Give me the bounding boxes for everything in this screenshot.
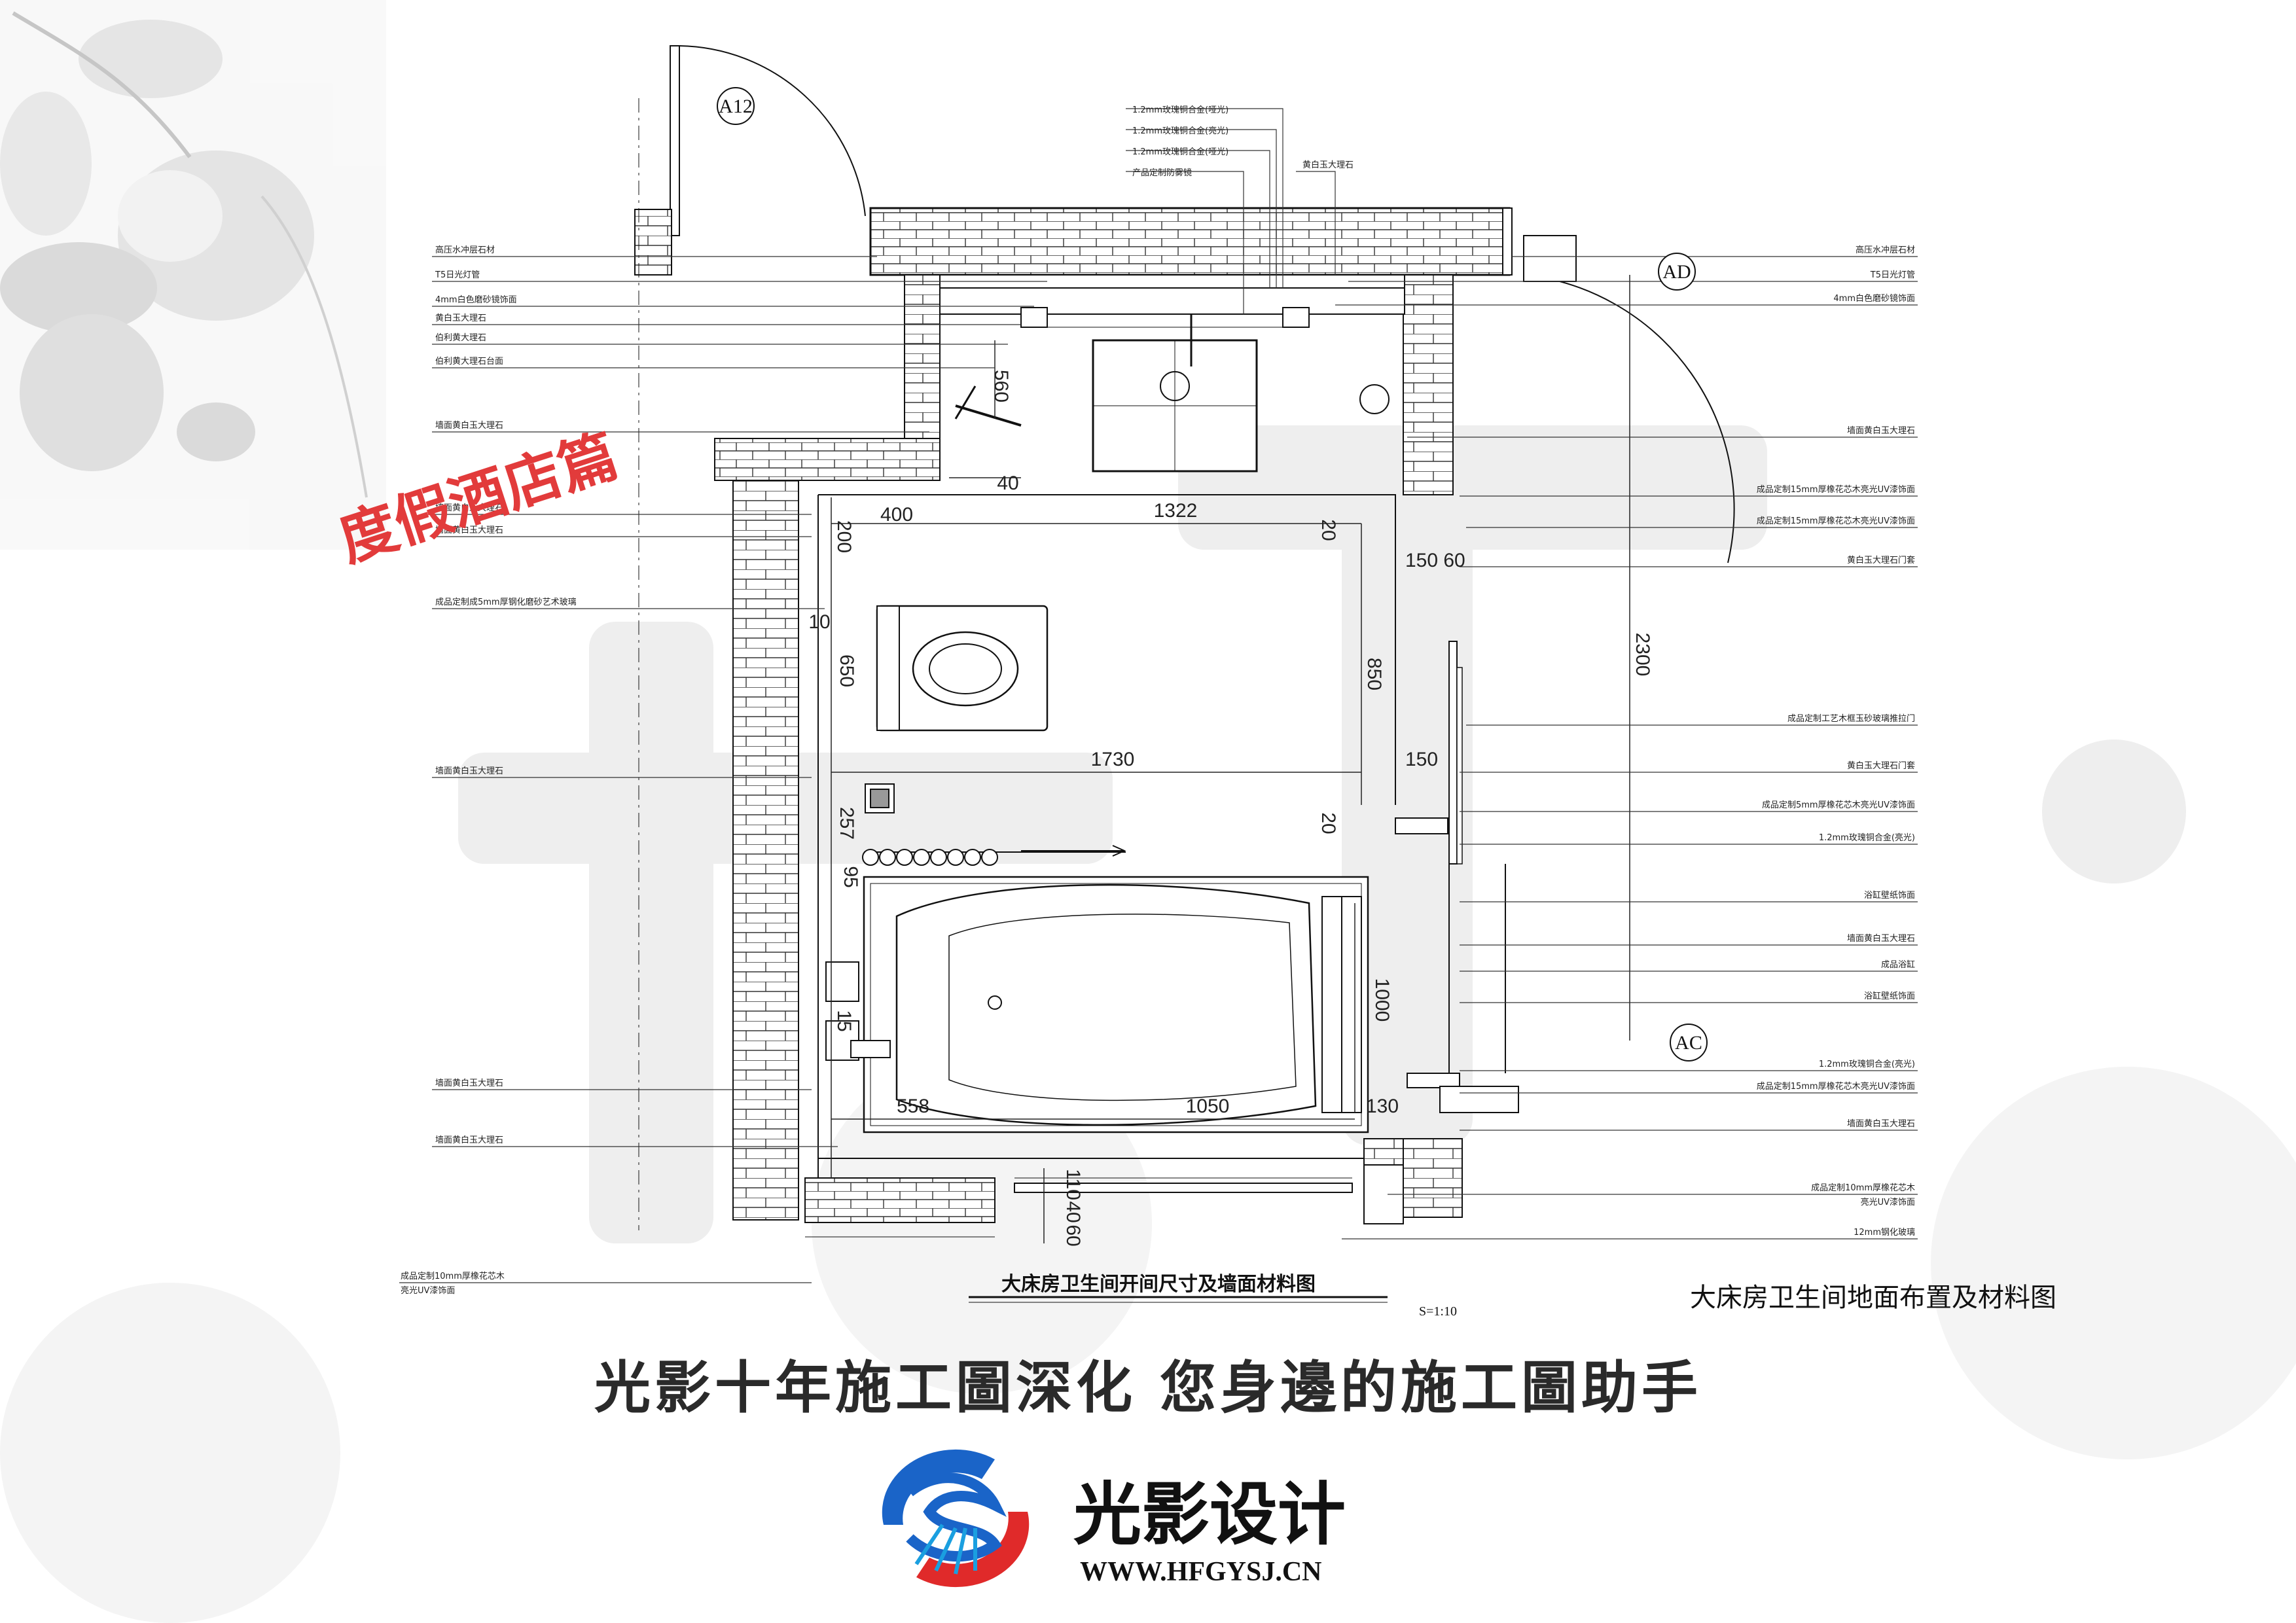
note-top-3: 产品定制防雾镜 — [1132, 168, 1192, 178]
note-right-13: 成品浴缸 — [1881, 959, 1915, 970]
scale-label: S=1:10 — [1419, 1304, 1457, 1319]
dim-1000: 1000 — [1371, 978, 1393, 1022]
dim-130: 130 — [1366, 1096, 1399, 1117]
note-right-19: 亮光UV漆饰面 — [1861, 1197, 1915, 1207]
note-left-2: 4mm白色磨砂镜饰面 — [435, 294, 517, 305]
note-right-6: 黄白玉大理石门套 — [1847, 555, 1915, 565]
title-right: 大床房卫生间地面布置及材料图 — [1690, 1283, 2056, 1313]
note-right-10: 1.2mm玫瑰铜合金(亮光) — [1819, 832, 1915, 843]
dim-95: 95 — [840, 866, 861, 887]
tag-ac: AC — [1675, 1032, 1702, 1054]
dim-200: 200 — [833, 520, 855, 553]
note-right-11: 浴缸壁纸饰面 — [1864, 890, 1915, 901]
note-left-13: 成品定制10mm厚橡花芯木 — [401, 1271, 505, 1281]
dim-850: 850 — [1363, 658, 1385, 690]
notes-right: 高压水冲层石材 T5日光灯管 4mm白色磨砂镜饰面 墙面黄白玉大理石 成品定制1… — [1757, 245, 1915, 1238]
watermark — [0, 425, 2296, 1623]
dim-40-bottom: 40 — [1062, 1201, 1084, 1222]
dim-400: 400 — [880, 504, 913, 526]
dim-2300: 2300 — [1632, 633, 1653, 677]
note-right-5: 成品定制15mm厚橡花芯木亮光UV漆饰面 — [1757, 516, 1915, 526]
note-left-14: 亮光UV漆饰面 — [401, 1285, 455, 1296]
note-right-12: 墙面黄白玉大理石 — [1847, 933, 1915, 944]
brand-logo — [878, 1449, 1033, 1588]
dim-150-mid: 150 — [1405, 749, 1438, 770]
note-right-0: 高压水冲层石材 — [1856, 245, 1915, 255]
brand-url: WWW.HFGYSJ.CN — [1080, 1557, 1322, 1587]
note-right-2: 4mm白色磨砂镜饰面 — [1833, 293, 1915, 304]
note-left-10: 墙面黄白玉大理石 — [435, 766, 503, 776]
dim-1730: 1730 — [1091, 749, 1135, 770]
note-left-5: 伯利黄大理石台面 — [435, 357, 503, 366]
leader-lines-top — [1126, 108, 1336, 314]
dim-1322: 1322 — [1154, 500, 1198, 522]
leader-lines-left — [399, 256, 1047, 1283]
flower-decoration — [0, 0, 386, 550]
note-left-12: 墙面黄白玉大理石 — [435, 1135, 503, 1145]
dim-60-bottom: 60 — [1062, 1224, 1084, 1246]
note-left-11: 墙面黄白玉大理石 — [435, 1078, 503, 1088]
note-right-4: 成品定制15mm厚橡花芯木亮光UV漆饰面 — [1757, 484, 1915, 495]
brand-name: 光影设计 — [1073, 1474, 1346, 1554]
note-right-8: 黄白玉大理石门套 — [1847, 760, 1915, 771]
note-left-7: 墙面黄白玉大理石 — [435, 503, 503, 513]
note-right-17: 墙面黄白玉大理石 — [1847, 1118, 1915, 1129]
note-top-1: 1.2mm玫瑰铜合金(亮光) — [1132, 126, 1229, 136]
note-right-9: 成品定制5mm厚橡花芯木亮光UV漆饰面 — [1762, 800, 1915, 810]
tag-ad: AD — [1662, 261, 1691, 283]
dim-40-top: 40 — [997, 473, 1018, 494]
note-left-9: 成品定制成5mm厚钢化磨砂艺术玻璃 — [435, 597, 577, 607]
dim-60-top: 60 — [1443, 550, 1465, 571]
dim-150-top: 150 — [1405, 550, 1438, 571]
dim-110: 110 — [1062, 1169, 1084, 1200]
note-right-14: 浴缸壁纸饰面 — [1864, 991, 1915, 1001]
dim-560: 560 — [990, 370, 1012, 402]
tag-a12: A12 — [719, 96, 753, 117]
slogan: 光影十年施工圖深化 您身邊的施工圖助手 — [594, 1355, 1702, 1421]
note-left-3: 黄白玉大理石 — [435, 313, 486, 323]
note-left-1: T5日光灯管 — [435, 270, 480, 280]
note-left-8: 墙面黄白玉大理石 — [435, 525, 503, 535]
note-left-4: 伯利黄大理石 — [435, 333, 486, 343]
note-right-20: 12mm钢化玻璃 — [1854, 1228, 1915, 1238]
tag-circles — [717, 87, 1708, 1061]
title-left: 大床房卫生间开间尺寸及墙面材料图 — [1001, 1273, 1316, 1296]
leader-lines-right — [1335, 256, 1918, 1240]
dim-15: 15 — [833, 1010, 855, 1031]
note-left-6: 墙面黄白玉大理石 — [435, 420, 503, 431]
dimension-lines — [831, 275, 1630, 1243]
note-right-18: 成品定制10mm厚橡花芯木 — [1811, 1183, 1915, 1193]
dim-257: 257 — [836, 807, 857, 840]
dim-558: 558 — [897, 1096, 929, 1117]
note-right-16: 成品定制15mm厚橡花芯木亮光UV漆饰面 — [1757, 1081, 1915, 1092]
dim-10: 10 — [808, 611, 830, 633]
note-top-4: 黄白玉大理石 — [1302, 160, 1354, 170]
dim-20-mid: 20 — [1318, 812, 1339, 834]
note-left-0: 高压水冲层石材 — [435, 245, 495, 255]
dim-20-top: 20 — [1318, 519, 1339, 541]
note-right-1: T5日光灯管 — [1870, 270, 1915, 280]
dim-650: 650 — [836, 654, 857, 687]
note-right-15: 1.2mm玫瑰铜合金(亮光) — [1819, 1059, 1915, 1069]
dim-1050: 1050 — [1186, 1096, 1230, 1117]
floor-plan — [634, 45, 1735, 1238]
note-top-0: 1.2mm玫瑰铜合金(哑光) — [1132, 105, 1229, 115]
note-top-2: 1.2mm玫瑰铜合金(哑光) — [1132, 147, 1229, 157]
note-right-7: 成品定制工艺木框玉砂玻璃推拉门 — [1787, 714, 1915, 724]
note-right-3: 墙面黄白玉大理石 — [1847, 425, 1915, 436]
